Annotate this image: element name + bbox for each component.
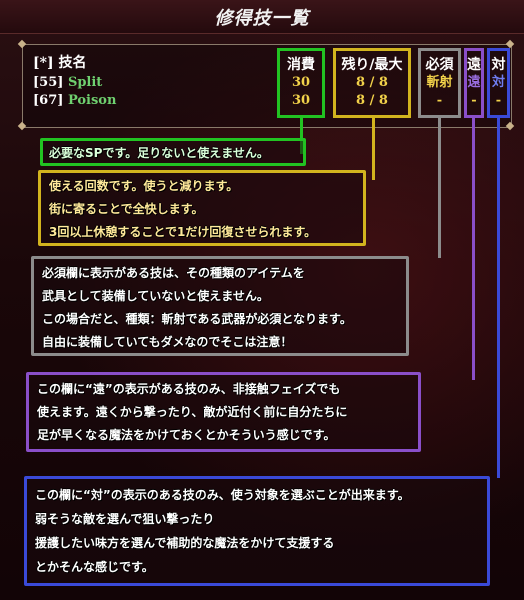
cost-header: 消費 (287, 57, 315, 73)
skill-name: Poison (67, 93, 117, 108)
remaining-callout: 使える回数です。使うと減ります。 街に寄ることで全快します。 3回以上休憩するこ… (38, 170, 366, 246)
window-title: 修得技一覧 (214, 8, 310, 29)
title-bar (0, 0, 524, 34)
skill-list-panel (22, 44, 512, 128)
required-value: 斬射 (426, 75, 453, 90)
ranged-column-highlight (464, 48, 484, 118)
skill-name-column: [*] 技名 [55] Split [67] Poison (33, 52, 116, 110)
cost-callout: 必要なSPです。足りないと使えません。 (40, 138, 306, 166)
remaining-column: 残り/最大 8 / 8 8 / 8 (336, 54, 408, 110)
skill-level: [67] (33, 93, 64, 108)
callout-text: 使える回数です。使うと減ります。 (49, 179, 239, 193)
skill-name: Split (67, 75, 103, 90)
callout-text: この場合だと、種類：斬射である武器が必須となります。 (42, 312, 352, 326)
callout-text: 武具として装備していないと使えません。 (42, 289, 269, 303)
cost-value: 30 (291, 93, 311, 108)
cost-value: 30 (291, 75, 311, 90)
ranged-column: 遠 遠 - (464, 54, 484, 110)
remaining-connector-line (372, 118, 375, 180)
skill-row[interactable]: [67] Poison (33, 92, 116, 110)
remaining-value: 8 / 8 (356, 93, 388, 108)
ranged-value: 遠 (467, 75, 481, 90)
required-connector-line (438, 118, 441, 258)
panel-corner-ornament (505, 121, 515, 131)
callout-text: 使えます。遠くから撃ったり、敵が近付く前に自分たちに (37, 405, 348, 419)
callout-text: 自由に装備していてもダメなのでそこは注意！ (42, 335, 293, 349)
ranged-callout: この欄に“遠”の表示がある技のみ、非接触フェイズでも 使えます。遠くから撃ったり… (26, 372, 421, 452)
remaining-value: 8 / 8 (356, 75, 388, 90)
target-callout: この欄に“対”の表示のある技のみ、使う対象を選ぶことが出来ます。 弱そうな敵を選… (24, 476, 490, 586)
target-column: 対 対 - (487, 54, 510, 110)
skill-level: [55] (33, 75, 64, 90)
target-value: - (495, 93, 502, 108)
target-column-highlight (487, 48, 510, 118)
callout-text: 必須欄に表示がある技は、その種類のアイテムを (42, 266, 305, 280)
ranged-header: 遠 (467, 57, 481, 73)
ranged-connector-line (472, 118, 475, 380)
required-callout: 必須欄に表示がある技は、その種類のアイテムを 武具として装備していないと使えませ… (31, 256, 409, 356)
cost-connector-line (300, 118, 303, 154)
callout-text: 必要なSPです。足りないと使えません。 (49, 146, 269, 160)
cost-column-highlight (277, 48, 325, 118)
target-header: 対 (491, 57, 506, 73)
callout-text: とかそんな感じです。 (35, 560, 154, 574)
target-connector-line (497, 118, 500, 478)
required-column-highlight (418, 48, 461, 118)
remaining-header: 残り/最大 (341, 57, 403, 73)
required-value: - (436, 93, 443, 108)
callout-text: 足が早くなる魔法をかけておくとかそういう感じです。 (37, 428, 336, 442)
target-value: 対 (491, 75, 505, 90)
name-header: [*] 技名 (33, 55, 87, 71)
remaining-column-highlight (333, 48, 411, 118)
callout-text: 3回以上休憩することで1だけ回復させられます。 (49, 225, 317, 239)
callout-text: 援護したい味方を選んで補助的な魔法をかけて支援する (35, 536, 335, 550)
required-header: 必須 (425, 57, 454, 73)
ranged-value: - (471, 93, 477, 108)
skill-row[interactable]: [55] Split (33, 74, 116, 92)
cost-column: 消費 30 30 (280, 54, 322, 110)
callout-text: この欄に“遠”の表示がある技のみ、非接触フェイズでも (37, 382, 341, 396)
callout-text: 街に寄ることで全快します。 (49, 202, 204, 216)
required-column: 必須 斬射 - (421, 54, 458, 110)
callout-text: この欄に“対”の表示のある技のみ、使う対象を選ぶことが出来ます。 (35, 488, 410, 502)
callout-text: 弱そうな敵を選んで狙い撃ったり (35, 512, 215, 526)
